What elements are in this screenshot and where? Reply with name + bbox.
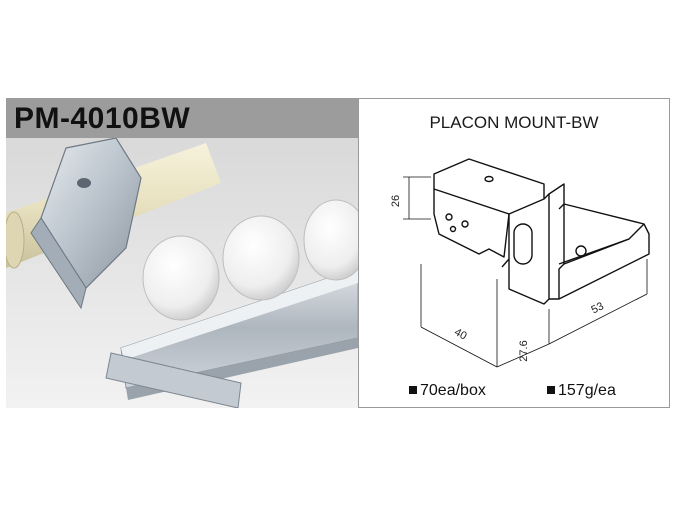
packing-label: 70ea/box xyxy=(420,382,486,399)
bracket-line-drawing: 26 40 27.6 53 xyxy=(390,158,650,368)
dimension-depth: 27.6 xyxy=(518,340,530,361)
packing-spec: 70ea/box xyxy=(409,382,486,400)
dimension-length: 53 xyxy=(589,300,605,316)
product-code: PM-4010BW xyxy=(14,102,191,135)
product-card: PM-4010BW xyxy=(6,98,670,408)
weight-spec: 157g/ea xyxy=(547,382,616,400)
dimension-width: 40 xyxy=(452,326,468,342)
bullet-square-icon xyxy=(409,386,417,394)
bullet-square-icon xyxy=(547,386,555,394)
drawing-title: PLACON MOUNT-BW xyxy=(429,113,599,132)
product-photo xyxy=(6,138,358,408)
product-photo-panel: PM-4010BW xyxy=(6,98,358,408)
title-bar: PM-4010BW xyxy=(6,98,358,138)
dimension-height: 26 xyxy=(390,195,402,207)
technical-drawing-panel: PLACON MOUNT-BW xyxy=(358,98,670,408)
weight-label: 157g/ea xyxy=(558,382,616,399)
